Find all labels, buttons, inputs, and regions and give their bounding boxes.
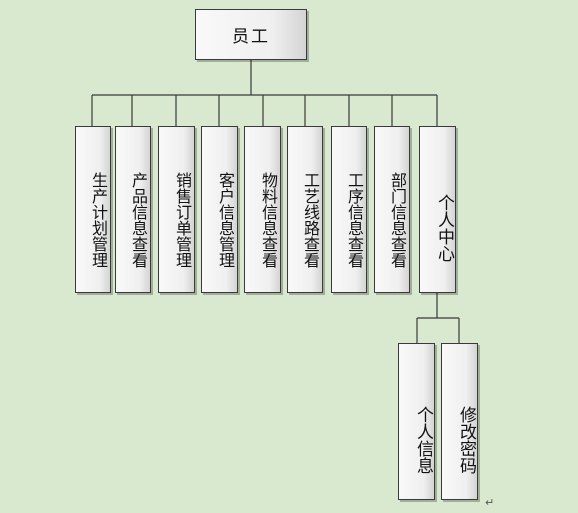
node-personal-center: 个人中心 (419, 126, 456, 293)
node-procedure-info: 工序信息查看 (331, 126, 367, 293)
node-product-info: 产品信息查看 (115, 126, 151, 293)
node-personal-info: 个人信息 (398, 343, 435, 500)
root-node-employee: 员工 (195, 9, 307, 60)
node-sales-order: 销售订单管理 (158, 126, 195, 293)
node-label: 销售订单管理 (173, 171, 192, 268)
node-process-route: 工艺线路查看 (287, 126, 323, 293)
node-production-plan: 生产计划管理 (75, 126, 111, 293)
node-label: 修改密码 (456, 405, 476, 474)
return-mark: ↵ (485, 496, 495, 509)
node-label: 个人中心 (434, 193, 454, 262)
node-label: 工艺线路查看 (301, 171, 320, 268)
node-label: 物料信息查看 (259, 171, 278, 268)
node-label: 个人信息 (413, 405, 433, 474)
node-label: 产品信息查看 (129, 171, 148, 268)
node-label: 客户信息管理 (216, 171, 235, 268)
node-label: 生产计划管理 (89, 171, 108, 268)
node-material-info: 物料信息查看 (244, 126, 281, 293)
node-label: 部门信息查看 (388, 171, 407, 268)
root-node-label: 员工 (232, 27, 270, 47)
node-change-password: 修改密码 (441, 343, 478, 500)
node-customer-info: 客户信息管理 (201, 126, 238, 293)
node-department-info: 部门信息查看 (374, 126, 410, 293)
node-label: 工序信息查看 (345, 171, 364, 268)
